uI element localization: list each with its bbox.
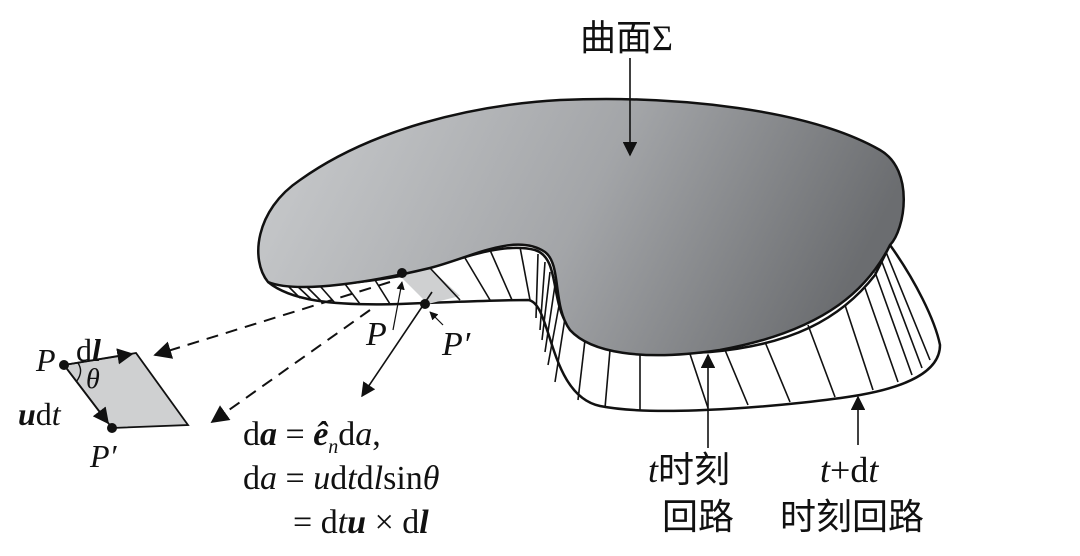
- surface-sigma: [257, 97, 905, 357]
- band-point-p-prime-label: P′: [442, 326, 471, 363]
- equation-line-1: da = ênda,: [243, 416, 381, 458]
- dashed-arrow-top: [153, 281, 391, 359]
- inset-dl-label: dl: [76, 332, 101, 368]
- band-point-p-label: P: [366, 316, 387, 353]
- dashed-arrow-bottom: [210, 309, 371, 424]
- equation-line-3: = dtu × dl: [293, 504, 429, 541]
- loop-t-dt-label-line1: t+dt: [820, 450, 879, 490]
- inset-udt-label: udt: [18, 396, 61, 432]
- surface-label: 曲面Σ: [580, 18, 673, 59]
- inset-theta-label: θ: [86, 364, 100, 395]
- inset-p-prime-label: P′: [90, 438, 117, 474]
- swept-band: [267, 242, 942, 413]
- equation-line-2: da = udtdlsinθ: [243, 460, 440, 497]
- area-element-inset: [59, 348, 190, 433]
- inset-p-label: P: [36, 342, 56, 378]
- loop-t-label-line2: 回路: [662, 497, 735, 538]
- loop-t-label-line1: t时刻: [648, 450, 731, 491]
- point-p-dot: [397, 268, 407, 278]
- normal-vector-arrow: [361, 291, 433, 398]
- loop-t-dt-label-line2: 时刻回路: [780, 497, 925, 538]
